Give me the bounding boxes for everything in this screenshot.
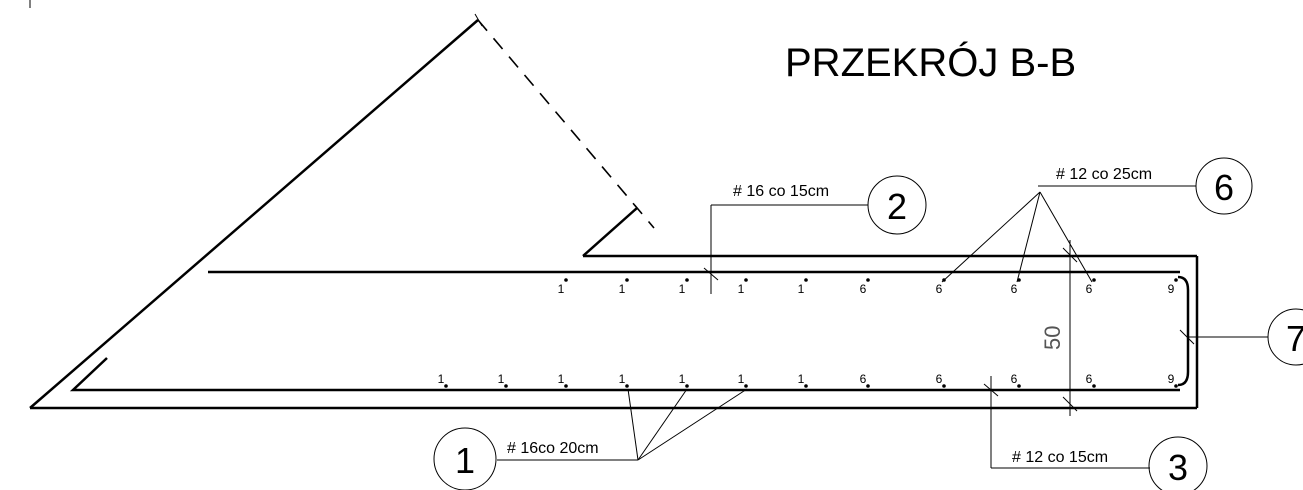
callout-6-number: 6 bbox=[1214, 167, 1234, 208]
callout-1-circle bbox=[433, 427, 497, 490]
dimension-50: 50 bbox=[1040, 240, 1078, 416]
top-bar-label: 6 bbox=[1011, 282, 1018, 296]
callout-2-number: 2 bbox=[887, 186, 907, 227]
bottom-bar-label: 9 bbox=[1168, 372, 1175, 386]
bottom-bar-dot bbox=[744, 384, 748, 388]
callout-2-label: # 16 co 15cm bbox=[733, 183, 829, 200]
bottom-bar-dot bbox=[625, 384, 629, 388]
bottom-bar-dot bbox=[1174, 384, 1178, 388]
top-bar-dot bbox=[1174, 278, 1178, 282]
bottom-bar-label: 1 bbox=[798, 372, 805, 386]
bottom-bar-dot bbox=[866, 384, 870, 388]
callout-1-number: 1 bbox=[455, 440, 475, 481]
bottom-bar-label: 1 bbox=[619, 372, 626, 386]
top-bar-label: 6 bbox=[860, 282, 867, 296]
bottom-bar-label: 6 bbox=[1086, 372, 1093, 386]
bottom-bar-label: 6 bbox=[936, 372, 943, 386]
callout-3-circle bbox=[1148, 436, 1208, 490]
top-bar-dot bbox=[685, 278, 689, 282]
bottom-bar-label: 1 bbox=[679, 372, 686, 386]
concrete-outline bbox=[29, 13, 1199, 410]
bottom-bar-label: 1 bbox=[738, 372, 745, 386]
top-bar-dot bbox=[866, 278, 870, 282]
bottom-bar-dot bbox=[942, 384, 946, 388]
callout-6-circle bbox=[1195, 157, 1253, 215]
bottom-bar-dot bbox=[1092, 384, 1096, 388]
callout-2-circle bbox=[867, 175, 927, 235]
bottom-bar-dot bbox=[685, 384, 689, 388]
bottom-bar-label: 1 bbox=[558, 372, 565, 386]
callout-1: # 16co 20cm 1 bbox=[433, 388, 748, 490]
bottom-bar-dot bbox=[804, 384, 808, 388]
callout-3: # 12 co 15cm 3 bbox=[983, 376, 1208, 490]
bottom-bar-line bbox=[69, 357, 1180, 392]
bottom-bar-dot bbox=[504, 384, 508, 388]
top-bar-label: 1 bbox=[558, 282, 565, 296]
bottom-bar-dot bbox=[564, 384, 568, 388]
bottom-bar-dot bbox=[1017, 384, 1021, 388]
top-bar-label: 6 bbox=[936, 282, 943, 296]
bottom-bar-label: 6 bbox=[860, 372, 867, 386]
callout-7: 7 bbox=[1179, 308, 1303, 366]
top-bar-label: 6 bbox=[1086, 282, 1093, 296]
dimension-label: 50 bbox=[1040, 326, 1065, 350]
bottom-bar-label: 1 bbox=[438, 372, 445, 386]
top-bar-dot bbox=[625, 278, 629, 282]
bottom-bar-label: 1 bbox=[498, 372, 505, 386]
bottom-bar-label: 6 bbox=[1011, 372, 1018, 386]
top-bar-labels: 1 1 1 1 1 6 6 6 6 9 bbox=[558, 278, 1178, 296]
callout-6: # 12 co 25cm 6 bbox=[941, 157, 1253, 283]
top-bar-label: 9 bbox=[1168, 282, 1175, 296]
drawing-title: PRZEKRÓJ B-B bbox=[785, 40, 1076, 85]
top-bar-label: 1 bbox=[619, 282, 626, 296]
bottom-bar-labels: 1 1 1 1 1 1 1 6 6 6 6 9 bbox=[438, 372, 1178, 388]
top-bar-label: 1 bbox=[738, 282, 745, 296]
callout-2: # 16 co 15cm 2 bbox=[703, 175, 927, 294]
bottom-bar-dot bbox=[444, 384, 448, 388]
top-bar-dot bbox=[804, 278, 808, 282]
top-bar-label: 1 bbox=[798, 282, 805, 296]
top-bar-dot bbox=[744, 278, 748, 282]
callout-7-number: 7 bbox=[1286, 318, 1303, 359]
top-bar-label: 1 bbox=[679, 282, 686, 296]
callout-7-circle bbox=[1267, 308, 1303, 366]
callout-6-label: # 12 co 25cm bbox=[1056, 166, 1152, 183]
callout-3-number: 3 bbox=[1168, 447, 1188, 488]
callout-1-label: # 16co 20cm bbox=[507, 440, 599, 457]
top-bar-dot bbox=[564, 278, 568, 282]
top-bar-dot bbox=[1092, 278, 1096, 282]
callout-3-label: # 12 co 15cm bbox=[1012, 449, 1108, 466]
reinforcement bbox=[69, 270, 1190, 392]
stirrup-7 bbox=[1177, 275, 1190, 387]
